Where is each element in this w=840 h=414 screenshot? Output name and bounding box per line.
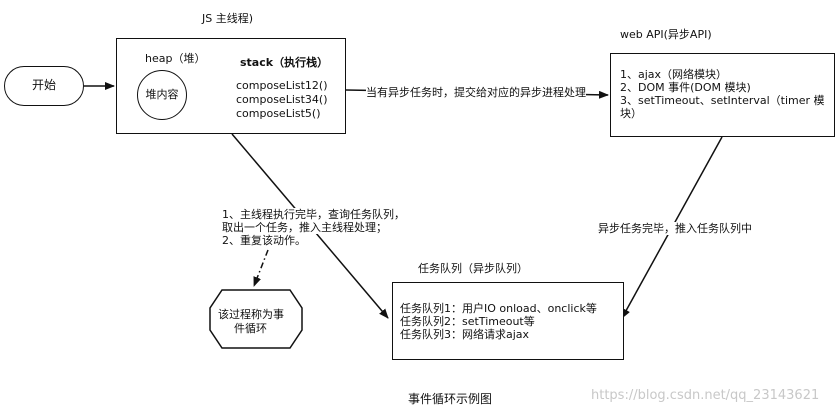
- web-api-item: 2、DOM 事件(DOM 模块): [620, 81, 751, 94]
- loop-note-line: 2、重复该动作。: [222, 234, 306, 247]
- event-loop-text: 该过程称为事: [218, 308, 284, 321]
- stack-item: composeList5(): [236, 107, 321, 120]
- start-label: 开始: [31, 78, 56, 92]
- main-thread-title: JS 主线程): [202, 12, 254, 25]
- watermark: https://blog.csdn.net/qq_23143621: [591, 388, 820, 403]
- loop-note-line: 1、主线程执行完毕，查询任务队列，: [222, 208, 405, 221]
- start-node: 开始: [4, 66, 84, 106]
- loop-note-line: 取出一个任务，推入主线程处理；: [222, 221, 387, 234]
- task-queue-item: 任务队列3：网络请求ajax: [400, 328, 530, 341]
- task-queue-title: 任务队列（异步队列）: [418, 262, 528, 275]
- stack-item: composeList34(): [236, 93, 328, 106]
- dashed-arrow-to-event-loop: [253, 249, 269, 287]
- edge-label-submit-async: 当有异步任务时，提交给对应的异步进程处理: [366, 86, 586, 99]
- task-queue-box: [392, 282, 624, 360]
- event-loop-text: 件循环: [234, 322, 267, 335]
- heap-content: 堆内容: [145, 88, 179, 101]
- web-api-item: 块）: [620, 107, 642, 120]
- heap-circle: 堆内容: [137, 70, 187, 120]
- stack-label: stack（执行栈）: [240, 56, 329, 69]
- stack-item: composeList12(): [236, 79, 328, 92]
- diagram-caption: 事件循环示例图: [408, 392, 493, 406]
- web-api-item: 3、setTimeout、setInterval（timer 模: [620, 94, 825, 107]
- web-api-title: web API(异步API): [620, 28, 712, 41]
- edge-label-async-done: 异步任务完毕，推入任务队列中: [598, 222, 752, 235]
- event-loop-node-shape: [209, 289, 303, 349]
- web-api-box: [610, 53, 835, 137]
- task-queue-item: 任务队列1：用户IO onload、onclick等: [400, 302, 597, 315]
- heap-label: heap（堆）: [145, 52, 206, 65]
- web-api-item: 1、ajax（网络模块）: [620, 68, 728, 81]
- task-queue-item: 任务队列2：setTimeout等: [400, 315, 535, 328]
